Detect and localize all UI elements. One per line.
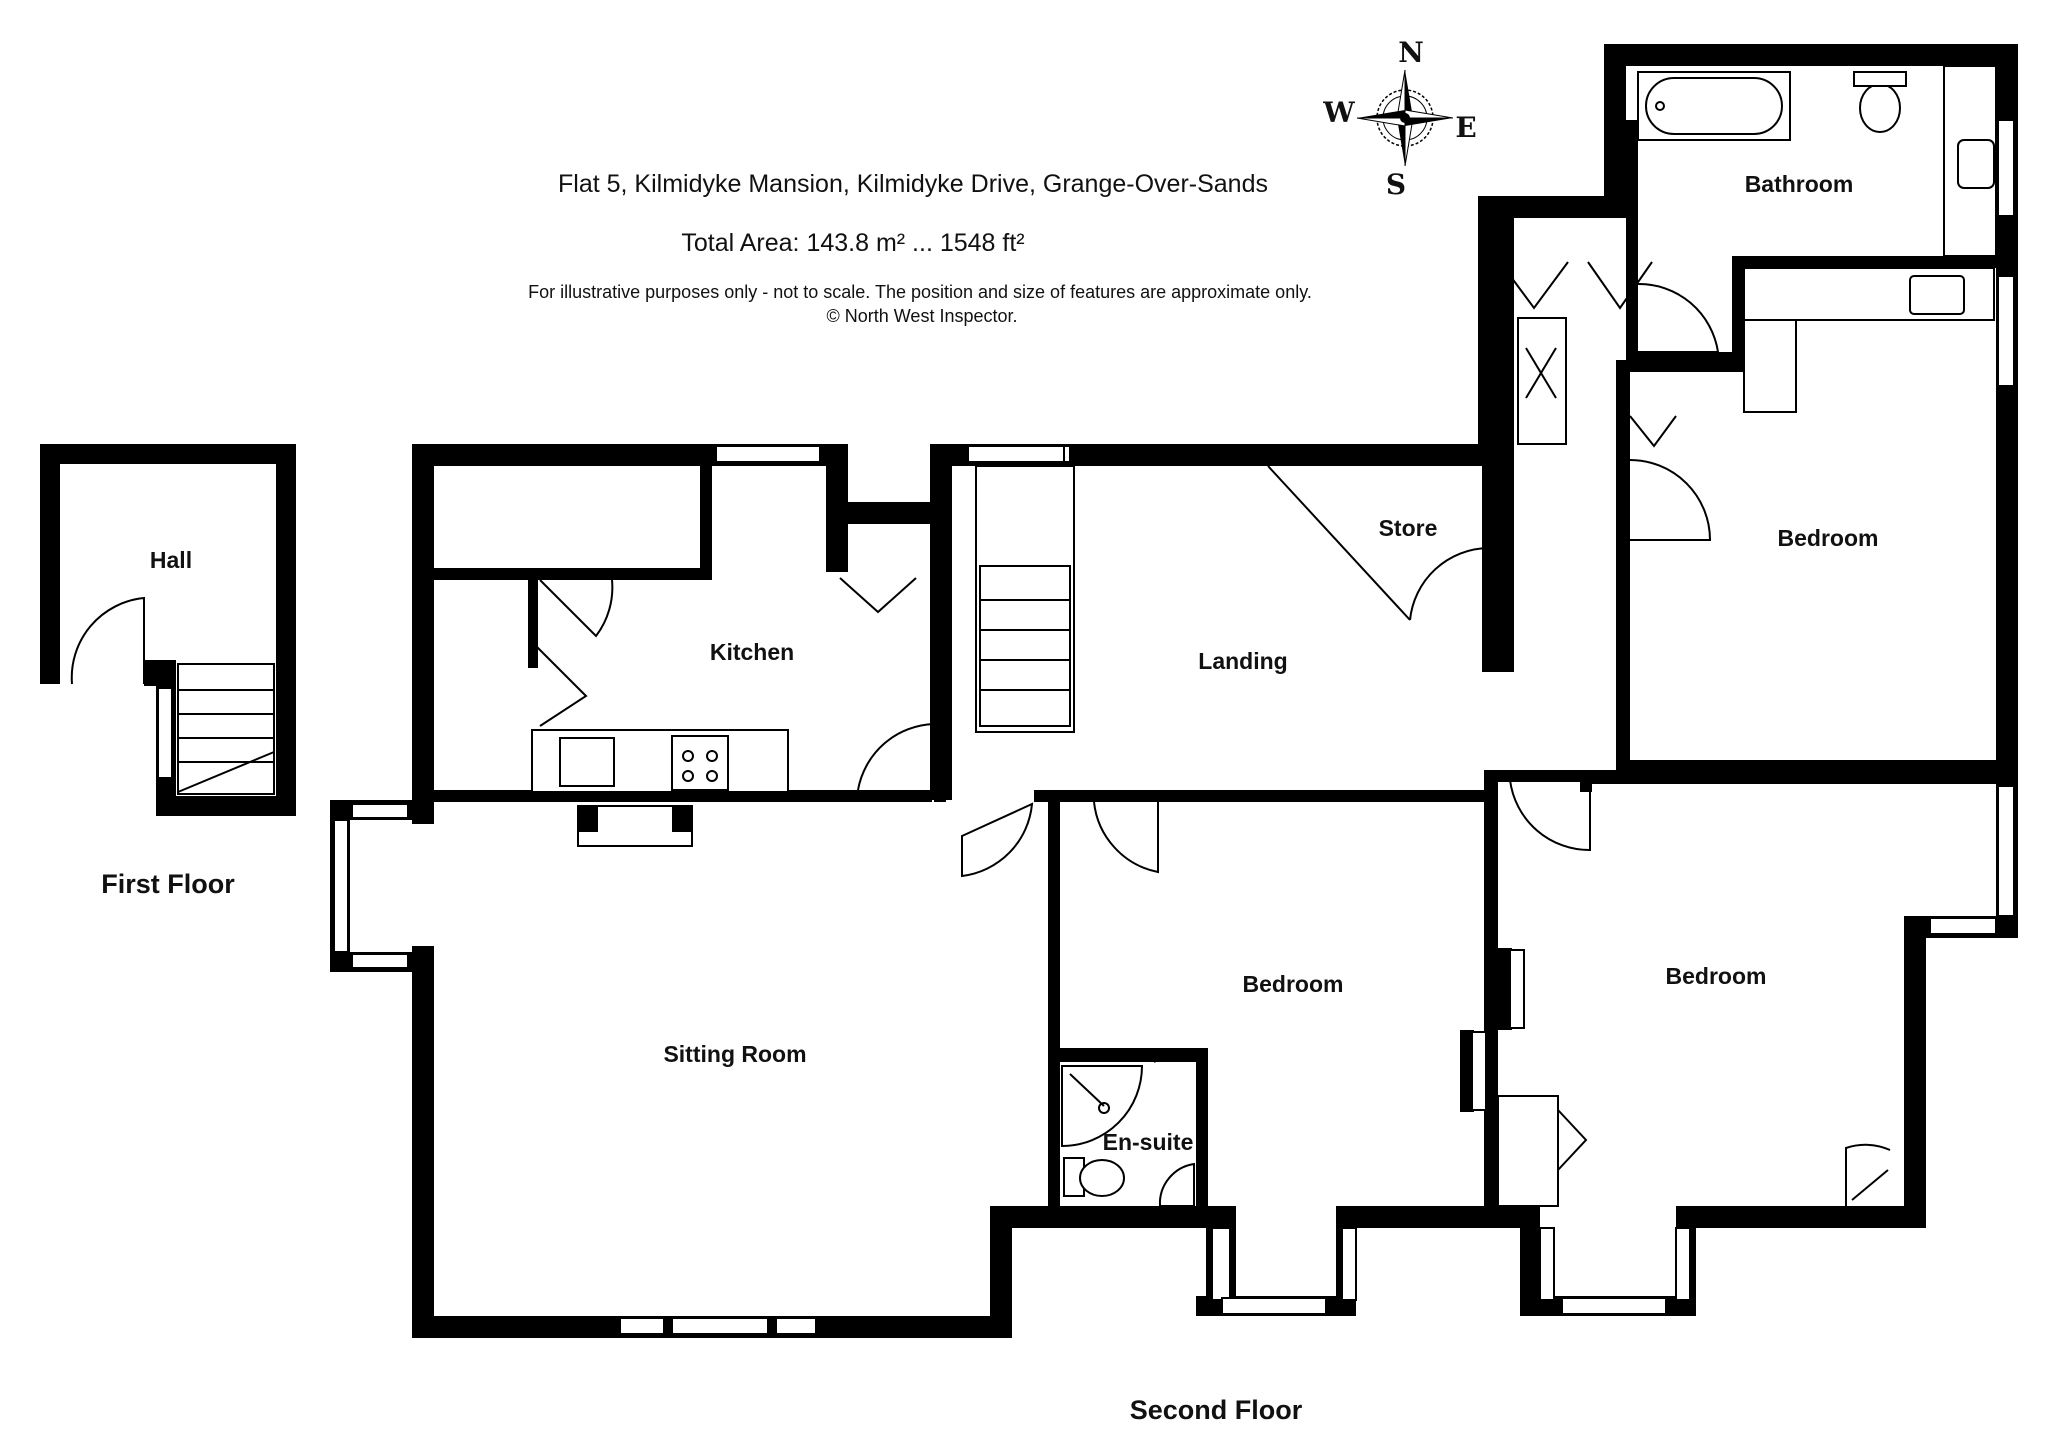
disclaimer: For illustrative purposes only - not to … xyxy=(528,282,1312,302)
compass-north: N xyxy=(1398,36,1424,69)
floor-label-second: Second Floor xyxy=(1130,1395,1303,1425)
second-floor-plan xyxy=(330,44,2018,1338)
room-label-sitting-room: Sitting Room xyxy=(663,1041,806,1067)
first-floor-plan xyxy=(40,444,296,816)
property-address: Flat 5, Kilmidyke Mansion, Kilmidyke Dri… xyxy=(558,170,1268,198)
compass-west: W xyxy=(1322,96,1355,129)
room-label-store: Store xyxy=(1379,515,1438,541)
copyright: © North West Inspector. xyxy=(826,306,1017,326)
compass-east: E xyxy=(1455,111,1476,144)
room-label-hall: Hall xyxy=(150,547,192,573)
room-label-bedroom-south-east: Bedroom xyxy=(1666,963,1767,989)
room-label-bathroom: Bathroom xyxy=(1745,171,1854,197)
total-area: Total Area: 143.8 m² ... 1548 ft² xyxy=(681,229,1024,257)
room-label-en-suite: En-suite xyxy=(1103,1129,1194,1155)
compass-south: S xyxy=(1386,168,1406,201)
room-label-bedroom-middle: Bedroom xyxy=(1243,971,1344,997)
compass-rose-icon xyxy=(1356,69,1454,167)
floor-label-first: First Floor xyxy=(101,869,235,899)
room-label-bedroom-east: Bedroom xyxy=(1778,525,1879,551)
room-label-kitchen: Kitchen xyxy=(710,639,794,665)
room-label-landing: Landing xyxy=(1198,648,1287,674)
